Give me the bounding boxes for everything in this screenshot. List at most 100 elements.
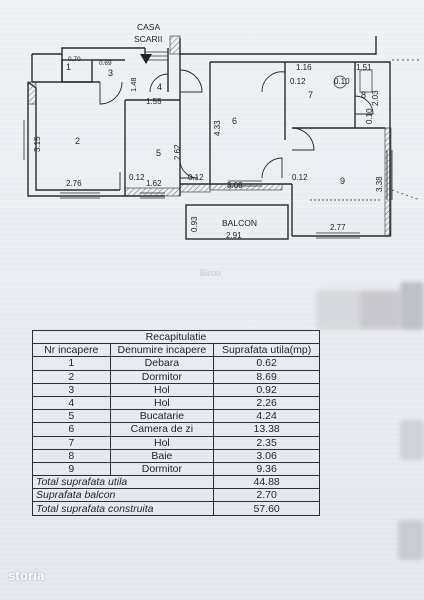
room-number-2: 2 xyxy=(75,136,80,146)
cell-nr: 4 xyxy=(32,395,111,411)
walls xyxy=(27,36,391,240)
cell-area: 2.35 xyxy=(213,435,320,450)
blurred-patch xyxy=(398,520,424,560)
cell-nr: 3 xyxy=(32,382,111,397)
dimension-label: 4.33 xyxy=(213,120,222,136)
total-value: 2.70 xyxy=(213,488,320,503)
dimension-label: 1.51 xyxy=(356,63,372,72)
dimension-label: 0.12 xyxy=(129,173,145,182)
dimension-label: 0.70 xyxy=(68,56,81,63)
total-row: Total suprafata utila 44.88 xyxy=(31,475,320,490)
cell-nr: 8 xyxy=(32,448,111,463)
column-header-area: Suprafata utila(mp) xyxy=(213,343,320,358)
dimension-label: 2.77 xyxy=(330,223,346,232)
total-value: 44.88 xyxy=(213,475,320,490)
cell-area: 2.26 xyxy=(213,395,320,411)
table-title: Recapitulatie xyxy=(32,329,320,345)
dimension-label: 0.10 xyxy=(334,77,350,86)
table-row: 4 Hol 2.26 xyxy=(32,395,320,411)
floor-plan: CASA SCARII BALCON 1 2 3 4 5 6 7 8 9 0.7… xyxy=(23,22,421,240)
total-row: Suprafata balcon 2.70 xyxy=(31,488,320,503)
dimension-label: 1.55 xyxy=(146,97,162,106)
column-header-nr: Nr incapere xyxy=(32,343,111,358)
dimension-label: 3.38 xyxy=(375,176,384,192)
cell-nr: 7 xyxy=(32,435,111,450)
stair-label: SCARII xyxy=(134,34,162,44)
column-header-name: Denumire incapere xyxy=(109,343,215,358)
cell-nr: 5 xyxy=(32,409,111,424)
blurred-patch xyxy=(400,282,424,330)
cell-name: Dormitor xyxy=(109,461,215,477)
cell-name: Debara xyxy=(109,356,215,371)
table-header-row: Nr incapere Denumire incapere Suprafata … xyxy=(32,343,320,358)
table-row: 8 Baie 3.06 xyxy=(32,448,320,463)
table-body: 1 Debara 0.62 2 Dormitor 8.69 3 Hol 0.92… xyxy=(31,356,320,516)
cell-name: Dormitor xyxy=(109,369,215,384)
total-label: Suprafata balcon xyxy=(31,488,215,503)
hatched-walls xyxy=(27,35,392,237)
stair-arrow-icon xyxy=(140,54,152,64)
dimension-label: 2.03 xyxy=(371,90,380,106)
cell-name: Hol xyxy=(109,395,215,411)
cell-name: Hol xyxy=(109,382,215,397)
blurred-patch xyxy=(400,420,424,460)
cell-name: Hol xyxy=(109,435,215,450)
table-title-row: Recapitulatie xyxy=(32,329,320,345)
total-label: Total suprafata utila xyxy=(31,475,215,490)
cell-nr: 2 xyxy=(32,369,111,384)
room-number-7: 7 xyxy=(308,90,313,100)
stair-label: CASA xyxy=(137,22,160,32)
table-row: 1 Debara 0.62 xyxy=(32,356,320,371)
windows xyxy=(23,120,393,239)
room-number-9: 9 xyxy=(340,176,345,186)
cell-area: 0.62 xyxy=(213,356,320,371)
table-row: 7 Hol 2.35 xyxy=(32,435,320,450)
total-label: Total suprafata construita xyxy=(31,501,215,516)
total-value: 57.60 xyxy=(213,501,320,516)
cell-nr: 9 xyxy=(32,461,111,477)
dimension-label: 2.62 xyxy=(173,144,182,160)
plan-labels: CASA SCARII BALCON xyxy=(134,22,257,228)
dimension-label: 0.12 xyxy=(290,77,306,86)
ghost-stamp-text: Birou xyxy=(200,268,222,278)
dimension-label: 2.91 xyxy=(226,231,242,240)
recap-table: Recapitulatie Nr incapere Denumire incap… xyxy=(31,329,320,516)
dimension-labels: 0.70 0.69 1.48 1.55 3.15 2.76 0.12 1.62 … xyxy=(33,56,384,240)
room-number-3: 3 xyxy=(108,68,113,78)
cell-area: 0.92 xyxy=(213,382,320,397)
table-row: 9 Dormitor 9.36 xyxy=(32,461,320,477)
dimension-label: 1.62 xyxy=(146,179,162,188)
dimension-label: 1.48 xyxy=(129,77,138,92)
dimension-label: 1.16 xyxy=(296,63,312,72)
cell-nr: 1 xyxy=(32,356,111,371)
table-row: 2 Dormitor 8.69 xyxy=(32,369,320,384)
room-numbers: 1 2 3 4 5 6 7 8 9 xyxy=(66,62,366,186)
table-row: 5 Bucatarie 4.24 xyxy=(32,409,320,424)
dimension-label: 0.69 xyxy=(99,60,112,67)
room-number-4: 4 xyxy=(157,82,162,92)
room-number-6: 6 xyxy=(232,116,237,126)
total-row: Total suprafata construita 57.60 xyxy=(31,501,320,516)
recap-table-wrapper: Recapitulatie Nr incapere Denumire incap… xyxy=(31,329,320,516)
dimension-label: 0.93 xyxy=(190,216,199,232)
balcony-label: BALCON xyxy=(222,218,257,228)
dimension-label: 0.10 xyxy=(365,108,374,124)
table-row: 6 Camera de zi 13.38 xyxy=(32,422,320,437)
blurred-patch xyxy=(360,292,400,328)
dimension-label: 3.15 xyxy=(33,136,42,152)
room-number-8: 8 xyxy=(361,90,366,100)
room-number-5: 5 xyxy=(156,148,161,158)
cell-name: Bucatarie xyxy=(109,409,215,424)
table-row: 3 Hol 0.92 xyxy=(32,382,320,397)
cell-area: 3.06 xyxy=(213,448,320,463)
cell-area: 9.36 xyxy=(213,461,320,477)
dimension-label: 0.12 xyxy=(292,173,308,182)
room-number-1: 1 xyxy=(66,62,71,72)
cell-area: 8.69 xyxy=(213,369,320,384)
storia-watermark-logo: storia xyxy=(8,568,45,583)
cell-name: Camera de zi xyxy=(109,422,215,437)
cell-nr: 6 xyxy=(32,422,111,437)
dimension-label: 0.12 xyxy=(188,173,204,182)
dimension-label: 3.09 xyxy=(227,181,243,190)
